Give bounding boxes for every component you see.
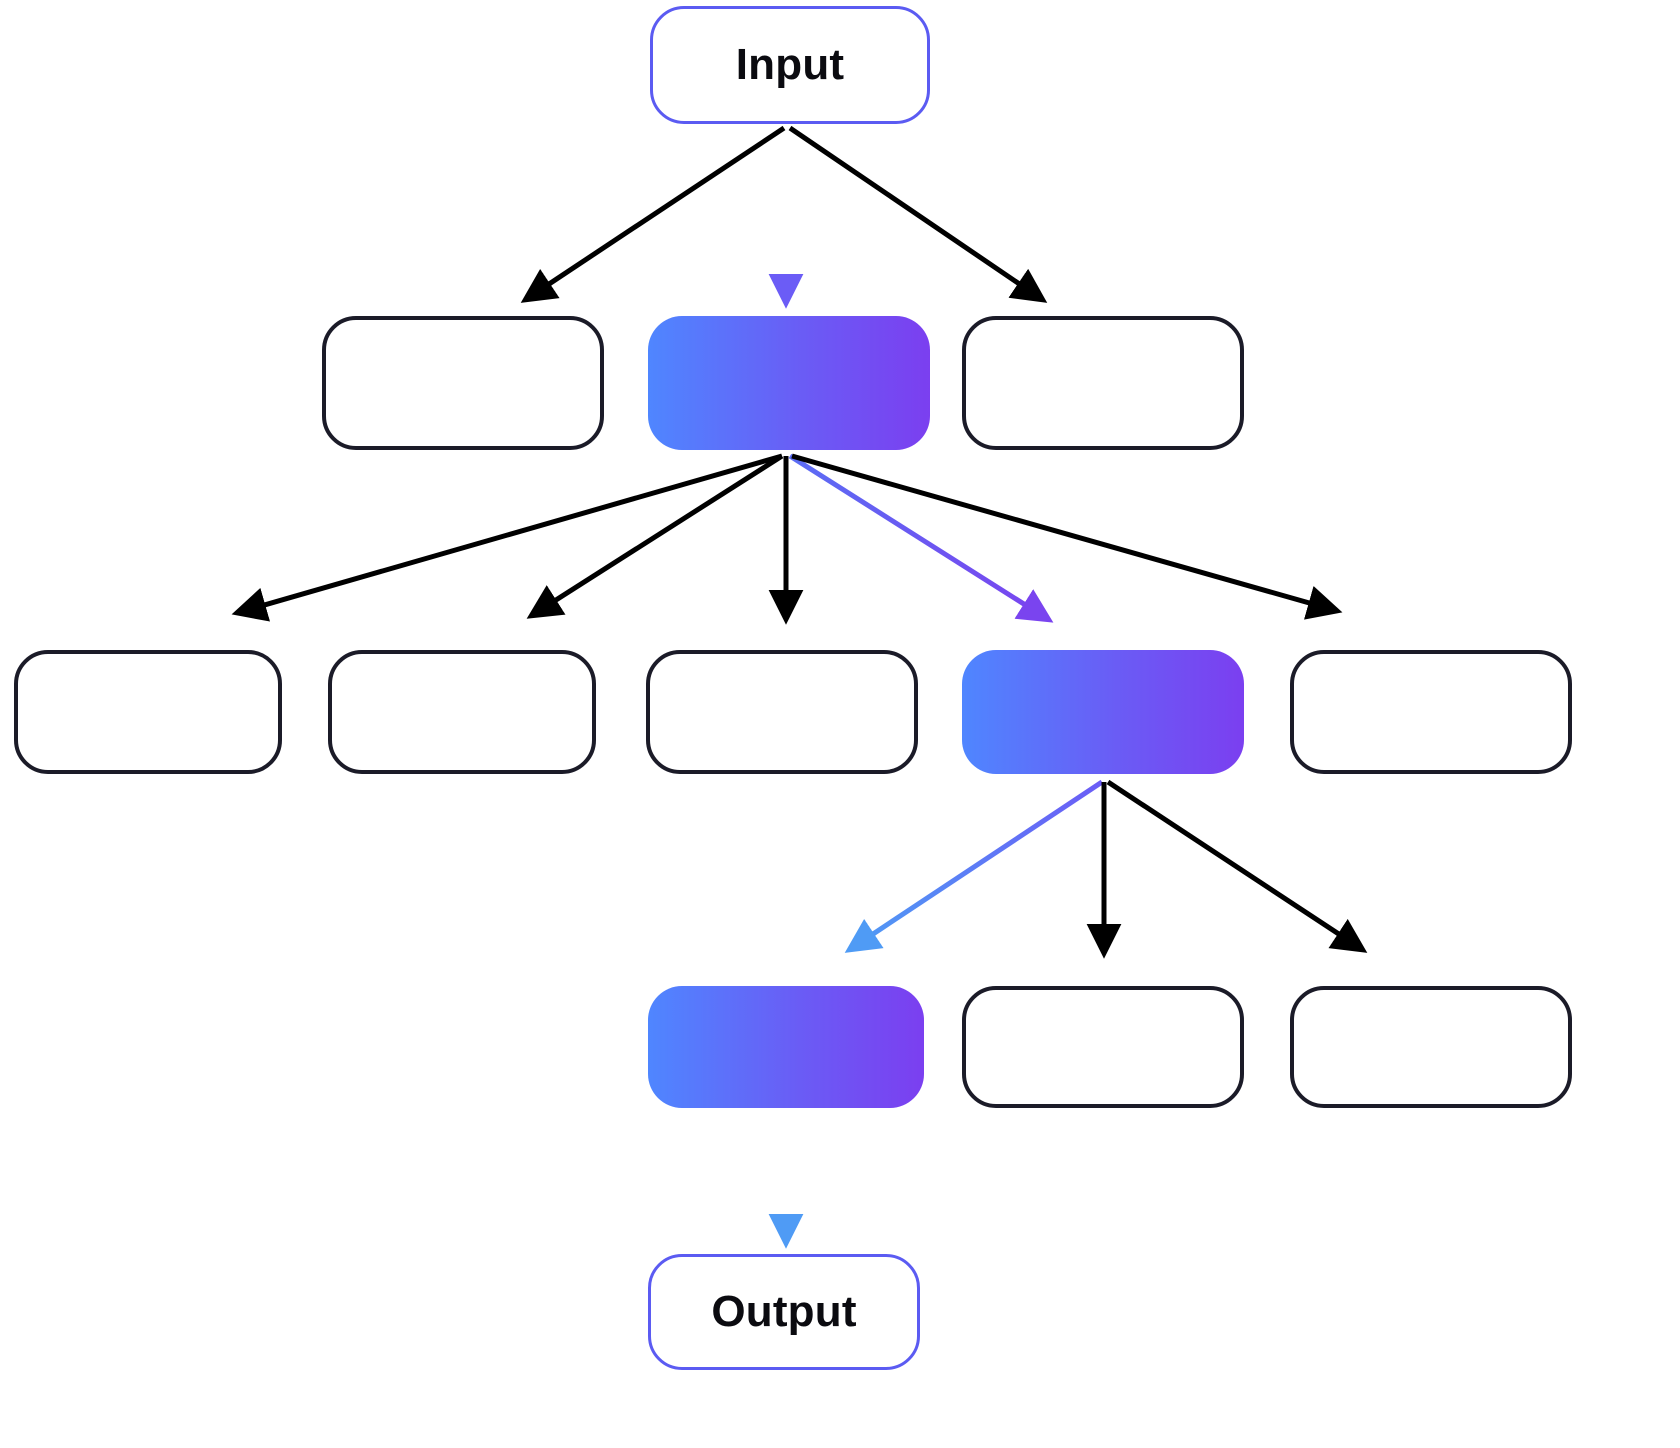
node-output-label: Output [711,1287,857,1336]
node-input-label: Input [735,40,845,89]
edge-l1b-l2d [788,453,1054,623]
node-l1c[interactable] [962,316,1244,450]
node-l2d-active[interactable] [962,650,1244,774]
node-l2e[interactable] [1290,650,1572,774]
node-input[interactable]: Input [650,6,930,124]
node-l1b-active[interactable] [648,316,930,450]
edge-input-l1a [520,125,786,303]
edge-l1b-l2b [526,453,784,619]
node-l3b[interactable] [962,986,1244,1108]
node-l3c[interactable] [1290,986,1572,1108]
edge-l2d-l3a [844,779,1104,953]
edge-input-l1c [788,125,1048,303]
edge-l2d-l3c [1106,779,1368,953]
node-l2c[interactable] [646,650,918,774]
edge-l1b-l2e [791,453,1343,620]
edge-l1b-l2a [231,453,783,622]
node-l2a[interactable] [14,650,282,774]
node-l3a-active[interactable] [648,986,924,1108]
node-l1a[interactable] [322,316,604,450]
node-output[interactable]: Output [648,1254,920,1370]
node-l2b[interactable] [328,650,596,774]
